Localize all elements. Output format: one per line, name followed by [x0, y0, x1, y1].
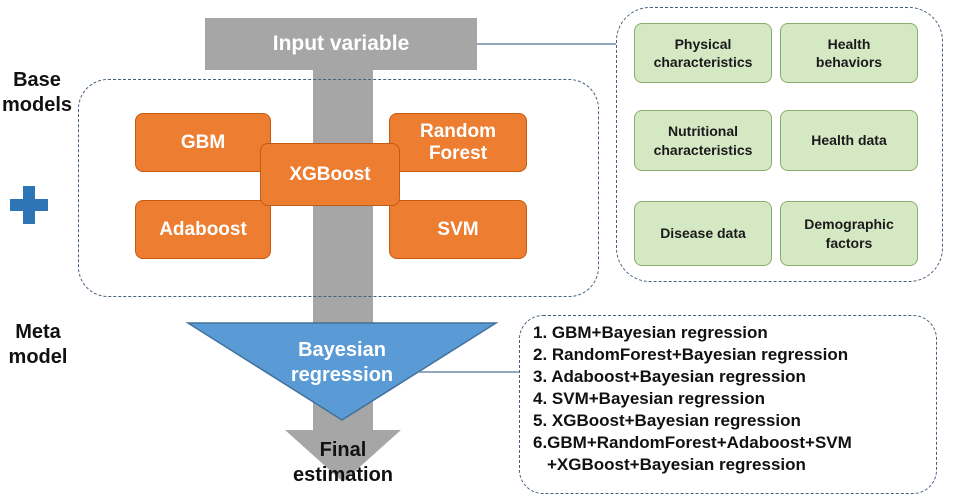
health-behaviors-box: Health behaviors — [780, 23, 918, 83]
xgboost-box: XGBoost — [260, 143, 400, 206]
svm-box: SVM — [389, 200, 527, 259]
adaboost-box: Adaboost — [135, 200, 271, 259]
combination-item-6: 6.GBM+RandomForest+Adaboost+SVM — [533, 433, 852, 452]
svm-label: SVM — [437, 218, 479, 240]
demographic-factors-box: Demographic factors — [780, 201, 918, 266]
bayesian-regression-line1: Bayesian — [298, 339, 386, 361]
final-estimation-line2: estimation — [292, 464, 394, 486]
random-forest-box: Random Forest — [389, 113, 527, 172]
combination-item-4: 4. SVM+Bayesian regression — [533, 389, 765, 408]
input-variable-label: Input variable — [272, 32, 410, 55]
physical-characteristics-line1: Physical — [674, 35, 732, 52]
final-estimation-line1: Final — [319, 439, 367, 461]
physical-characteristics-box: Physical characteristics — [634, 23, 772, 83]
meta-model-label: Meta model — [2, 320, 74, 370]
nutritional-characteristics-box: Nutritional characteristics — [634, 110, 772, 171]
health-data-label: Health data — [811, 132, 887, 149]
combination-item-5: 5. XGBoost+Bayesian regression — [533, 411, 801, 430]
plus-icon-v — [23, 186, 35, 224]
combinations-list: 1. GBM+Bayesian regression 2. RandomFore… — [533, 322, 933, 476]
nutritional-characteristics-line1: Nutritional — [668, 123, 738, 140]
disease-data-label: Disease data — [660, 225, 746, 242]
bayesian-regression-line2: regression — [290, 364, 394, 386]
combination-item-3: 3. Adaboost+Bayesian regression — [533, 367, 806, 386]
final-estimation-label: Final estimation — [285, 438, 401, 488]
random-forest-label-line1: Random — [420, 120, 496, 142]
disease-data-box: Disease data — [634, 201, 772, 266]
arrow-head — [285, 430, 401, 482]
bayesian-regression-label: Bayesian regression — [262, 338, 422, 388]
demographic-factors-line1: Demographic — [804, 216, 894, 233]
demographic-factors-line2: factors — [825, 234, 873, 251]
combination-item-2: 2. RandomForest+Bayesian regression — [533, 345, 849, 364]
health-behaviors-line1: Health — [827, 35, 871, 52]
gbm-label: GBM — [180, 131, 226, 153]
combinations-group — [519, 315, 937, 494]
random-forest-label-line2: Forest — [428, 142, 488, 164]
gbm-box: GBM — [135, 113, 271, 172]
nutritional-characteristics-line2: characteristics — [653, 141, 753, 158]
adaboost-label: Adaboost — [159, 218, 247, 240]
health-data-box: Health data — [780, 110, 918, 171]
combination-item-1: 1. GBM+Bayesian regression — [533, 323, 768, 342]
physical-characteristics-line2: characteristics — [653, 54, 753, 70]
health-behaviors-line2: behaviors — [815, 54, 883, 70]
base-models-label: Base models — [0, 68, 74, 118]
meta-model-label-line1: Meta — [15, 321, 61, 343]
meta-model-label-line2: model — [8, 346, 68, 368]
combination-item-6-continued: +XGBoost+Bayesian regression — [547, 455, 806, 474]
base-models-label-line1: Base — [13, 69, 61, 91]
base-models-group — [78, 79, 599, 297]
xgboost-label: XGBoost — [289, 163, 371, 185]
base-models-label-line2: models — [1, 94, 73, 116]
input-variable-bar — [205, 18, 477, 70]
input-categories-group — [616, 7, 943, 282]
